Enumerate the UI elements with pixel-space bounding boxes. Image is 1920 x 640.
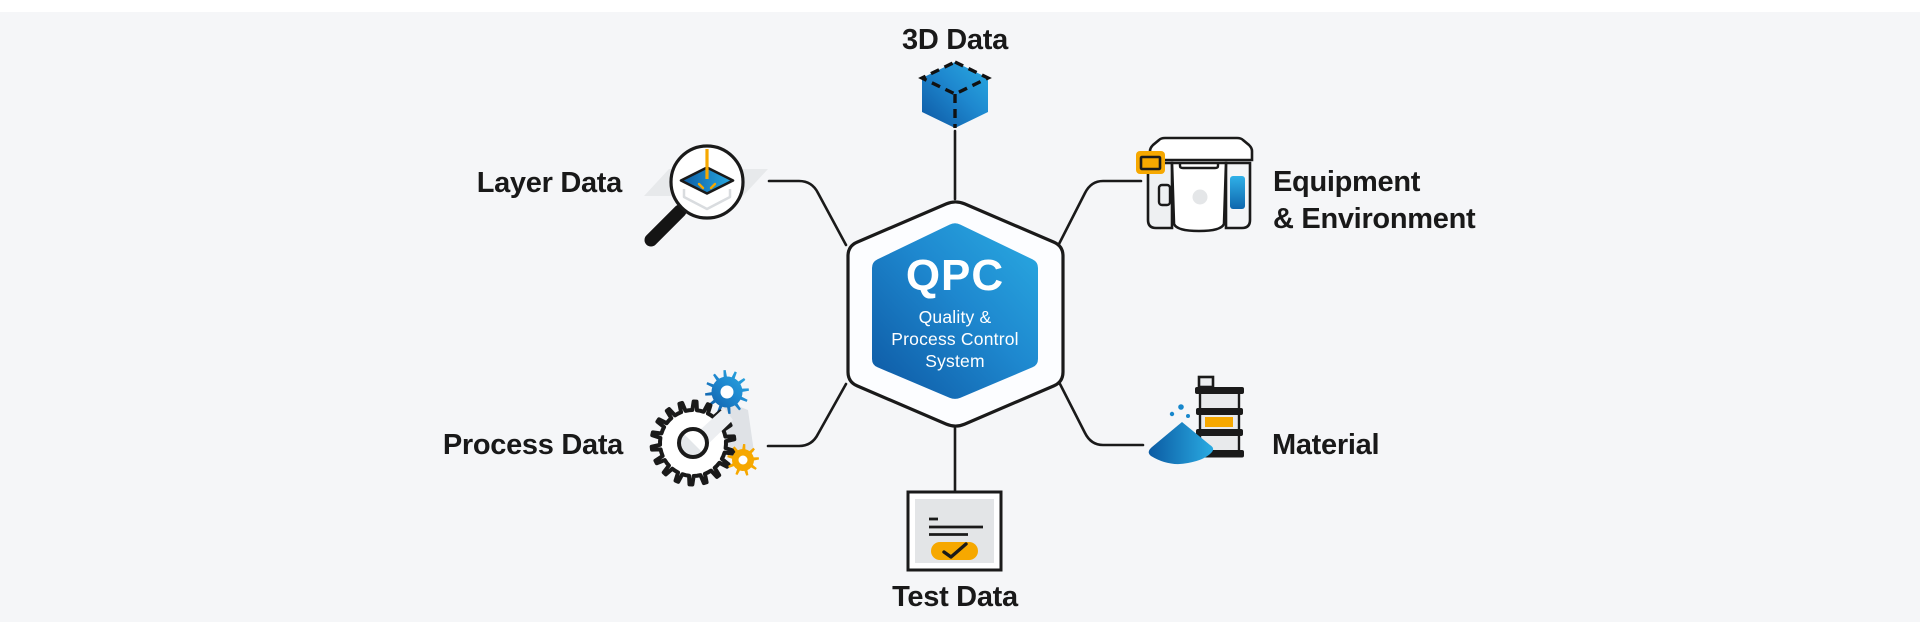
connector-layer-data: [767, 179, 848, 247]
label-layer-data: Layer Data: [476, 167, 623, 199]
laser-spark-right: [709, 182, 717, 190]
melt-pool-diamond: [679, 166, 735, 195]
printer-lid: [1148, 136, 1254, 162]
printer-window: [1192, 189, 1208, 205]
connector-material: [1058, 382, 1145, 447]
magnifier-layer-icon: [644, 144, 768, 247]
gears-icon: [649, 370, 759, 487]
printer-door-notch: [1178, 163, 1220, 170]
qpc-acronym: QPC: [905, 251, 1005, 300]
barrel-band-lower: [1196, 429, 1243, 436]
qpc-subtitle-line1: Quality &: [918, 307, 992, 327]
report-checkmark-icon: [942, 542, 968, 559]
label-equipment-environment: Equipment & Environment: [1273, 164, 1476, 238]
yellow-gear-hole: [738, 455, 748, 465]
barrel-knob: [1197, 375, 1215, 389]
barrel-band-top: [1195, 387, 1244, 394]
label-test-data: Test Data: [892, 581, 1018, 613]
powder-dot-1: [1169, 411, 1175, 417]
center-hexagon-text: QPC Quality & Process Control System: [845, 253, 1065, 372]
cube-icon: [918, 60, 992, 128]
big-gear-sheen: [700, 408, 733, 446]
blue-gear-hole: [720, 385, 734, 399]
layer-lower-chevron: [682, 189, 732, 211]
barrel-band-upper: [1196, 408, 1243, 415]
magnifier-handle: [644, 204, 687, 247]
qpc-subtitle: Quality & Process Control System: [845, 306, 1065, 372]
test-report-icon: [906, 490, 1003, 572]
powder-dot-3: [1186, 414, 1190, 418]
printer-blue-light: [1230, 176, 1245, 209]
barrel-label: [1205, 417, 1233, 427]
powder-barrel-icon: [1148, 375, 1244, 465]
qpc-subtitle-line3: System: [925, 351, 985, 371]
printer-badge-inner: [1139, 155, 1162, 171]
cube-dashed-top-edges: [918, 60, 992, 96]
label-3d-data: 3D Data: [902, 24, 1008, 56]
hexagon-inner: [872, 223, 1038, 399]
qpc-subtitle-line2: Process Control: [891, 329, 1019, 349]
top-white-band: [0, 0, 1920, 12]
bottom-white-band: [0, 622, 1920, 640]
connector-process-data: [766, 382, 848, 448]
report-approval-pill: [931, 542, 978, 560]
powder-dot-2: [1178, 404, 1184, 410]
printer-machine-icon: [1136, 136, 1254, 233]
label-material: Material: [1272, 429, 1380, 461]
powder-pile: [1148, 422, 1214, 465]
center-hexagon: [846, 200, 1065, 428]
label-equipment-line1: Equipment: [1273, 166, 1421, 198]
laser-spark-left: [697, 182, 705, 190]
big-gear-hub-shade: [679, 433, 703, 457]
connector-equipment: [1057, 179, 1143, 246]
label-process-data: Process Data: [442, 429, 623, 461]
connectors: [766, 129, 1145, 492]
printer-left-handle: [1157, 183, 1172, 207]
label-equipment-line2: & Environment: [1273, 203, 1476, 235]
big-gear-hub: [677, 427, 709, 459]
